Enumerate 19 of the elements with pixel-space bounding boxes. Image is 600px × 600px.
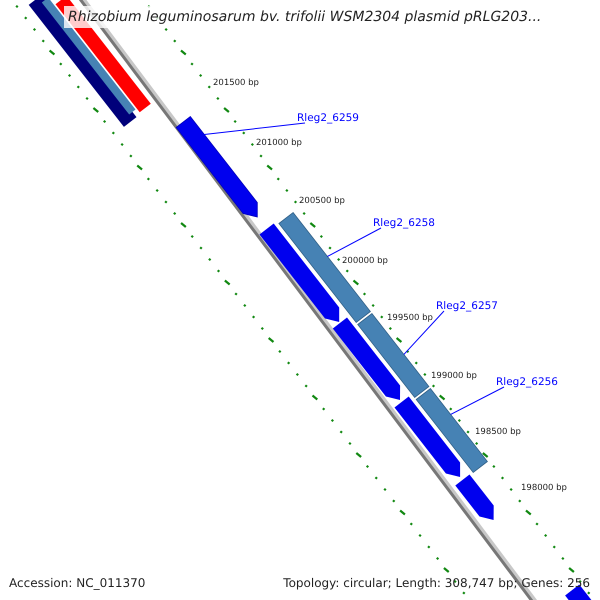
accession-text: Accession: NC_011370 [9,575,146,592]
gene-label: Rleg2_6259 [297,111,359,125]
position-label: 199000 bp [431,370,477,382]
position-label: 198500 bp [475,426,521,438]
leader-line [450,386,504,415]
gene-arrow [176,116,258,218]
leader-line [403,310,444,355]
position-label: 200000 bp [342,255,388,267]
position-label: 200500 bp [299,195,345,207]
gene-label: Rleg2_6258 [373,216,435,230]
position-label: 201000 bp [256,137,302,149]
gene-label: Rleg2_6256 [496,375,558,389]
leader-line [326,228,382,257]
position-label: 201500 bp [213,77,259,89]
genome-summary-text: Topology: circular; Length: 308,747 bp; Genes: 256 [283,575,590,592]
leader-line [204,122,306,135]
position-label: 198000 bp [521,482,567,494]
gene-label: Rleg2_6257 [436,299,498,313]
position-label: 199500 bp [387,312,433,324]
